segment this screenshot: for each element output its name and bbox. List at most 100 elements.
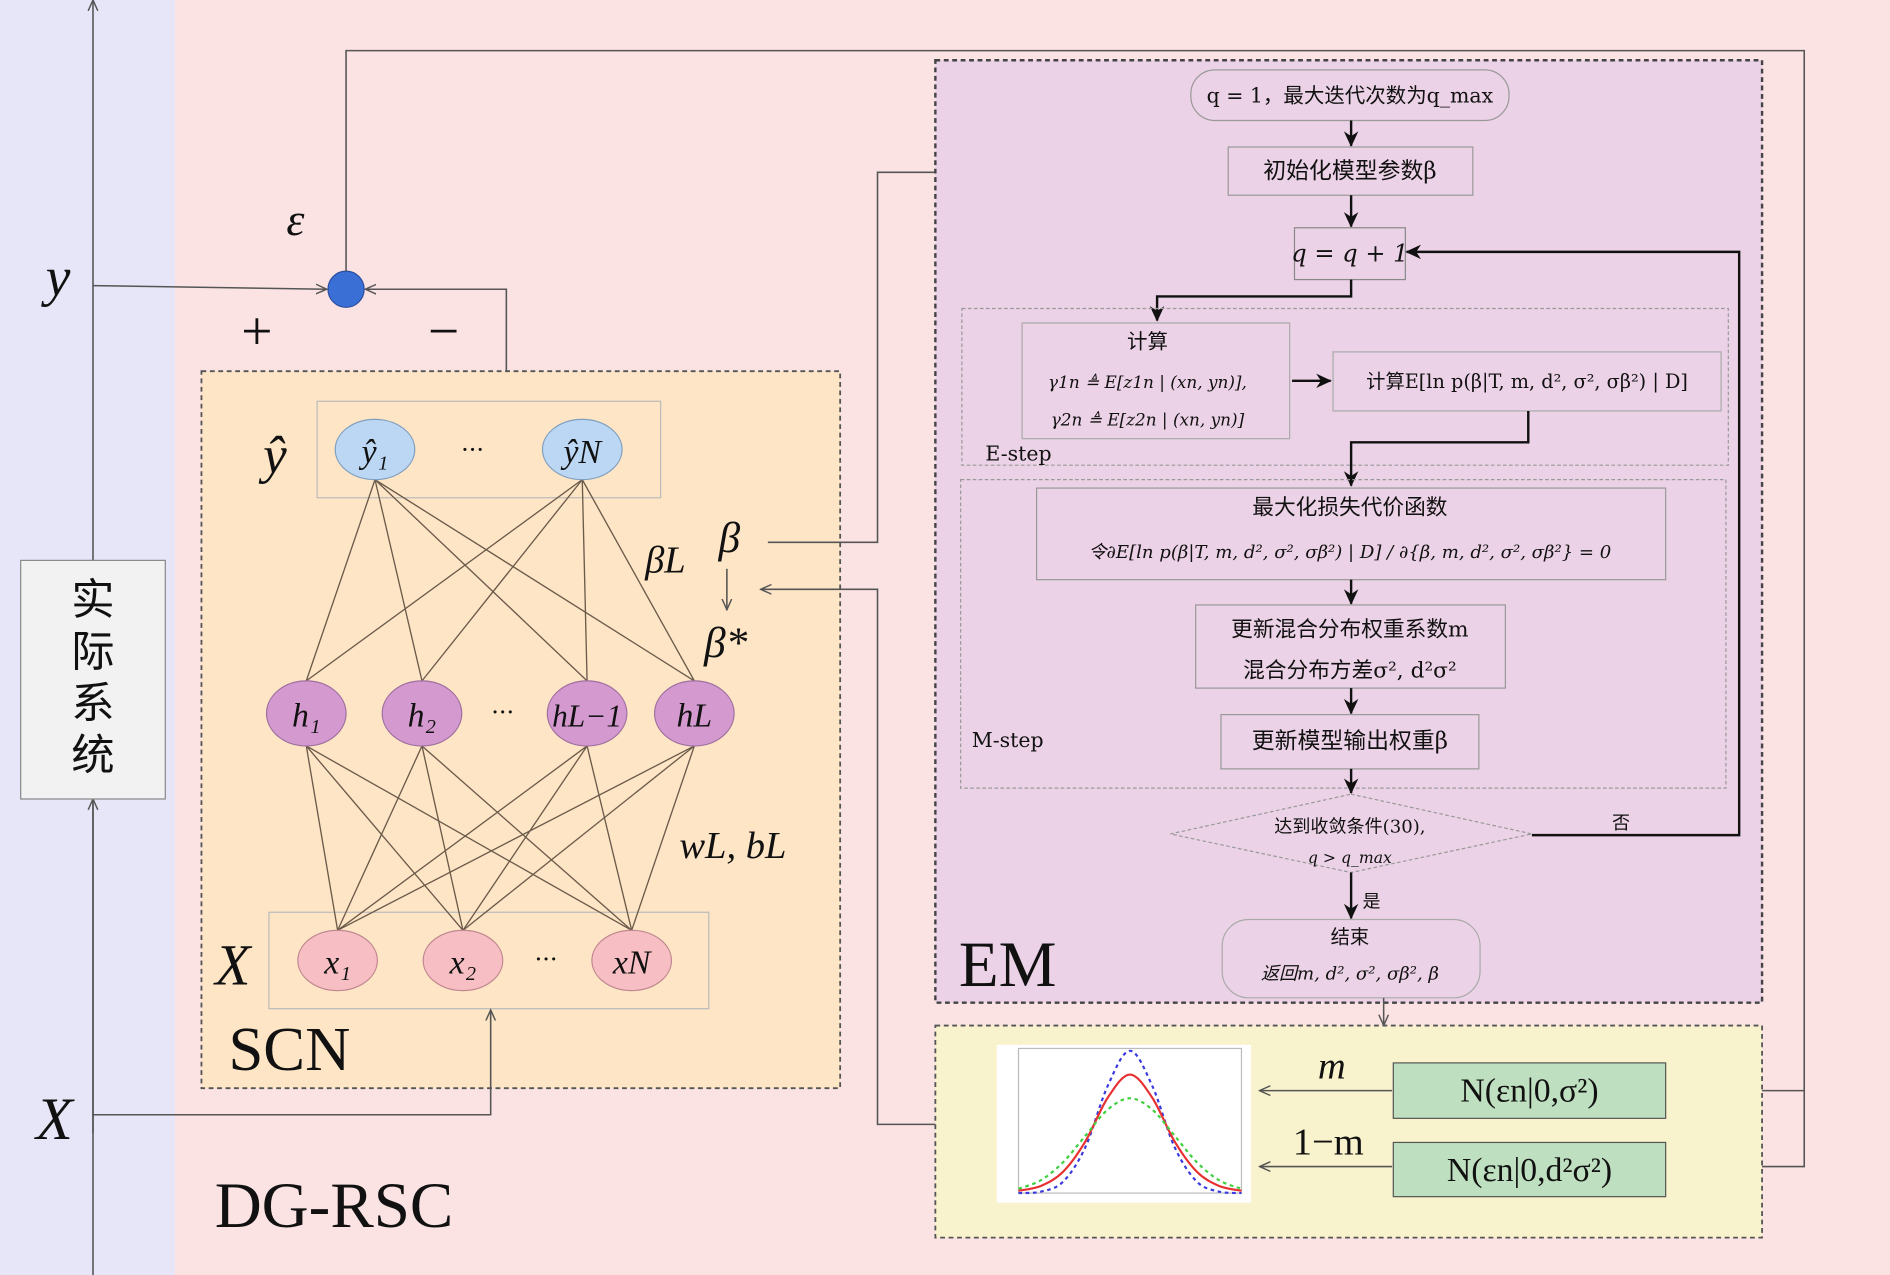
input-node-label: x₁ [323,945,351,982]
output-node [334,418,416,481]
input-hidden-edge [631,745,695,931]
m-step-label: M-step [972,728,1044,752]
gamma-calc-title: 计算 [1127,329,1168,353]
gamma1-eq: γ1n ≜ E[z1n | (xn, yn)], [1048,372,1247,392]
output-layer: ŷ₁ ··· ŷN [334,418,623,481]
normal1-text: N(εn|0,σ²) [1460,1072,1598,1109]
em-title: EM [959,929,1057,1001]
output-node [541,418,623,481]
x-to-scn-arrow [92,1010,491,1116]
hidden-node [653,680,735,747]
yhat-label: ŷ [258,426,287,484]
dg-rsc-label: DG-RSC [215,1170,454,1242]
real-system-char: 实 [71,576,114,626]
output-node-label: ŷN [561,434,604,471]
sum-node [327,270,365,308]
hidden-output-edge [581,479,588,681]
update-mixture-line2: 混合分布方差σ², d²σ² [1243,658,1457,683]
input-hidden-edge [305,745,464,931]
hidden-node-label: h₂ [408,698,437,735]
input-hidden-edge [462,745,588,931]
e-step-box [961,307,1729,466]
input-node [297,929,378,992]
hidden-output-edge [305,479,583,682]
update-beta-text: 更新模型输出权重β [1252,728,1448,754]
scn-title: SCN [228,1014,350,1084]
e-step-label: E-step [985,441,1051,465]
maximize-eq: 令∂E[ln p(β|T, m, d², σ², σβ²) | D] / ∂{β… [1089,542,1612,563]
expectation-text: 计算E[ln p(β|T, m, d², σ², σβ²) | D] [1366,370,1688,393]
input-hidden-edge [421,745,633,931]
normal2-box [1392,1141,1667,1198]
m-step-box [960,479,1727,789]
weights-bias-label: wL, bL [679,825,786,867]
m-label: m [1318,1046,1346,1088]
hidden-output-edge [305,479,376,682]
hidden-node [546,680,628,747]
hidden-output-edge [581,479,695,682]
output-node-label: ŷ₁ [359,434,389,471]
hidden-ellipsis: ··· [491,699,514,727]
hidden-layer: h₁ h₂ ··· hL−1 hL [265,680,735,747]
x-input-label: X [34,1086,75,1153]
update-mixture-line1: 更新混合分布权重系数m [1231,617,1468,642]
real-system-box [20,559,166,800]
input-node [422,929,504,992]
y-label: y [41,246,71,307]
gamma2-eq: γ2n ≜ E[z2n | (xn, yn)] [1051,409,1245,429]
output-layer-box [316,400,662,499]
hidden-node-label: hL [677,698,713,735]
real-system-char: 际 [71,627,114,677]
hidden-node-label: h₁ [292,698,321,735]
maximize-title: 最大化损失代价函数 [1252,496,1448,521]
normal1-box [1392,1062,1667,1119]
increment-node-text: q = q + 1 [1291,240,1408,268]
chart-series-line-2 [1018,1097,1242,1190]
input-hidden-edge [337,745,695,931]
convergence-condition: q > q_max [1308,848,1392,867]
chart-plot-area [1017,1047,1243,1194]
real-system-char: 系 [71,679,114,729]
real-system-label: 实 际 系 统 [71,576,114,781]
beta-label: β [717,514,740,562]
one-minus-m-label: 1−m [1293,1121,1364,1163]
init-node-text: 初始化模型参数β [1263,158,1436,184]
end-node [1221,918,1481,999]
yhat-to-sum-arrow [365,289,508,392]
network-edges [305,479,695,931]
hidden-node [265,680,347,747]
update-mixture-node [1195,604,1506,689]
hidden-output-edge [421,479,583,682]
minus-sign: − [428,300,459,361]
start-node-text: q = 1，最大迭代次数为q_max [1207,83,1494,107]
mixture-chart [996,1044,1252,1203]
input-layer-box [268,911,710,1010]
input-hidden-edge [305,745,632,931]
hidden-output-edge [374,479,588,682]
scn-x-label: X [213,933,253,998]
beta-star-label: β* [703,619,748,667]
expectation-node [1332,351,1722,412]
gamma-calc-node [1021,322,1291,440]
beta-l-label: βL [644,539,686,581]
hidden-output-edge [374,479,695,682]
chart-series [1018,1049,1242,1195]
y-to-sum-arrow [92,286,327,290]
chart-series-line-0 [1018,1049,1242,1195]
hidden-node-label: hL−1 [552,699,622,734]
hidden-node [381,680,463,747]
flow-arrow [1343,410,1530,487]
end-return: 返回m, d², σ², σβ², β [1261,964,1439,985]
output-ellipsis: ··· [461,436,484,464]
plus-sign: + [241,300,272,361]
yes-label: 是 [1363,891,1381,912]
chart-series-line-1 [1018,1073,1242,1192]
real-system-char: 统 [71,731,114,781]
input-layer: x₁ x₂ ··· xN [297,929,673,992]
input-hidden-edge [462,745,695,931]
end-title: 结束 [1331,926,1370,949]
normal2-text: N(εn|0,d²σ²) [1447,1152,1612,1189]
input-ellipsis: ··· [535,946,558,974]
input-hidden-edge [337,745,588,931]
